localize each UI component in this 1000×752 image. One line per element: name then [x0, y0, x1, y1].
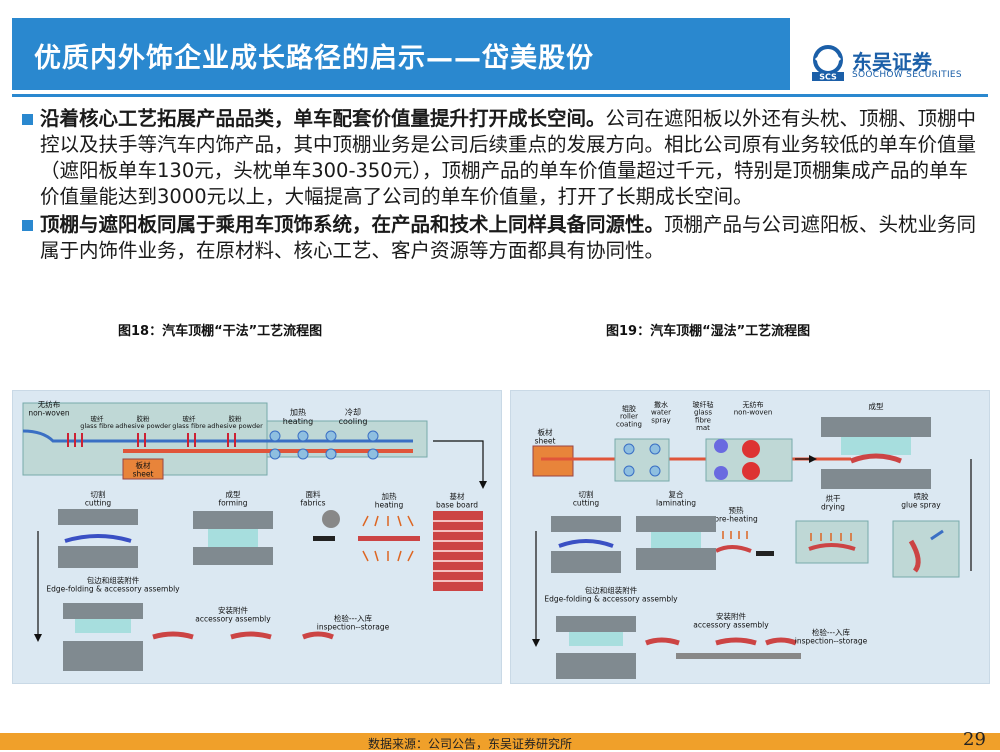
- bullet-list: 沿着核心工艺拓展产品品类，单车配套价值量提升打开成长空间。公司在遮阳板以外还有头…: [22, 106, 982, 266]
- page-title: 优质内外饰企业成长路径的启示——岱美股份: [34, 43, 594, 74]
- page-number: 29: [963, 729, 986, 750]
- header-divider: [12, 94, 988, 97]
- bullet-bold: 沿着核心工艺拓展产品品类，单车配套价值量提升打开成长空间。: [40, 107, 606, 130]
- title-bar: 优质内外饰企业成长路径的启示——岱美股份: [12, 18, 790, 90]
- logo-text-cn: 东吴证券: [852, 50, 932, 74]
- bullet-item: 顶棚与遮阳板同属于乘用车顶饰系统，在产品和技术上同样具备同源性。顶棚产品与公司遮…: [22, 212, 982, 264]
- logo-mark-icon: SCS: [812, 45, 844, 82]
- data-source: 数据来源：公司公告，东吴证券研究所: [368, 737, 573, 751]
- bullet-square-icon: [22, 220, 33, 231]
- company-logo: SCS 东吴证券 SOOCHOW SECURITIES: [808, 44, 988, 88]
- bullet-bold: 顶棚与遮阳板同属于乘用车顶饰系统，在产品和技术上同样具备同源性。: [40, 213, 665, 236]
- bullet-text: 顶棚产品与公司遮阳板、头枕业务同属于内饰件业务，在原材料、核心工艺、客户资源等方…: [40, 213, 977, 262]
- figure-19-caption: 图19：汽车顶棚“湿法”工艺流程图: [606, 324, 811, 339]
- svg-text:SCS: SCS: [819, 73, 837, 82]
- footer-bar: [0, 733, 1000, 750]
- header: 优质内外饰企业成长路径的启示——岱美股份 SCS 东吴证券 SOOCHOW SE…: [0, 0, 1000, 98]
- logo-text-en: SOOCHOW SECURITIES: [852, 70, 962, 80]
- base-board-stack: [433, 511, 483, 591]
- figure-18-caption: 图18：汽车顶棚“干法”工艺流程图: [118, 324, 323, 339]
- bullet-text: 公司在遮阳板以外还有头枕、顶棚、顶棚中控以及扶手等汽车内饰产品，其中顶棚业务是公…: [40, 107, 977, 208]
- bullet-item: 沿着核心工艺拓展产品品类，单车配套价值量提升打开成长空间。公司在遮阳板以外还有头…: [22, 106, 982, 210]
- wet-forming-label: 成型: [869, 401, 884, 411]
- bullet-square-icon: [22, 114, 33, 125]
